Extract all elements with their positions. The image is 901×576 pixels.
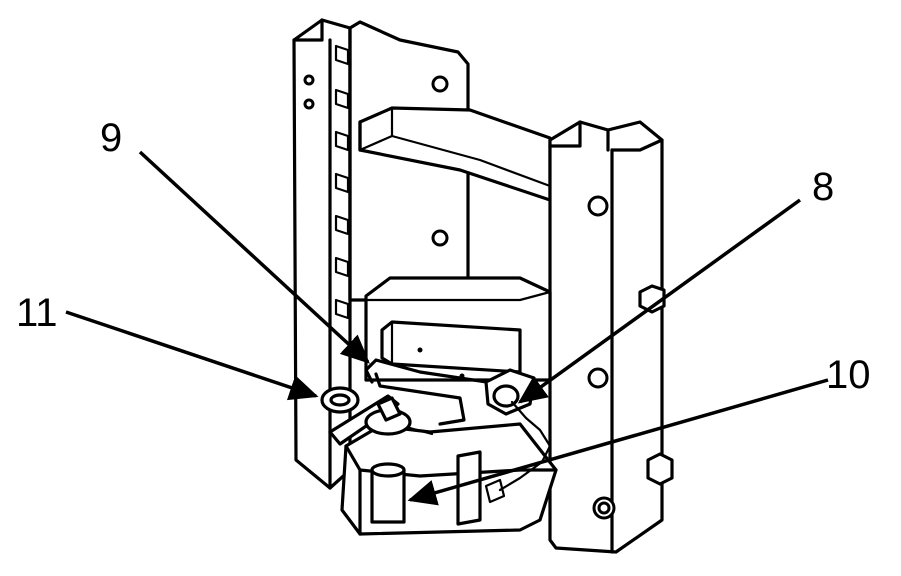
cross-brace [358, 106, 552, 202]
left-mounting-channel [292, 18, 352, 490]
right-mounting-channel [548, 120, 674, 554]
leader-11 [65, 310, 319, 401]
callout-10: 10 [826, 353, 871, 397]
hitch-jaw [340, 422, 558, 536]
callout-8: 8 [812, 165, 834, 209]
callout-11: 11 [16, 291, 58, 335]
safety-pin [320, 386, 434, 446]
leader-9 [138, 150, 370, 364]
leader-8 [517, 198, 802, 404]
leader-10 [407, 378, 829, 506]
callout-9: 9 [100, 116, 122, 160]
